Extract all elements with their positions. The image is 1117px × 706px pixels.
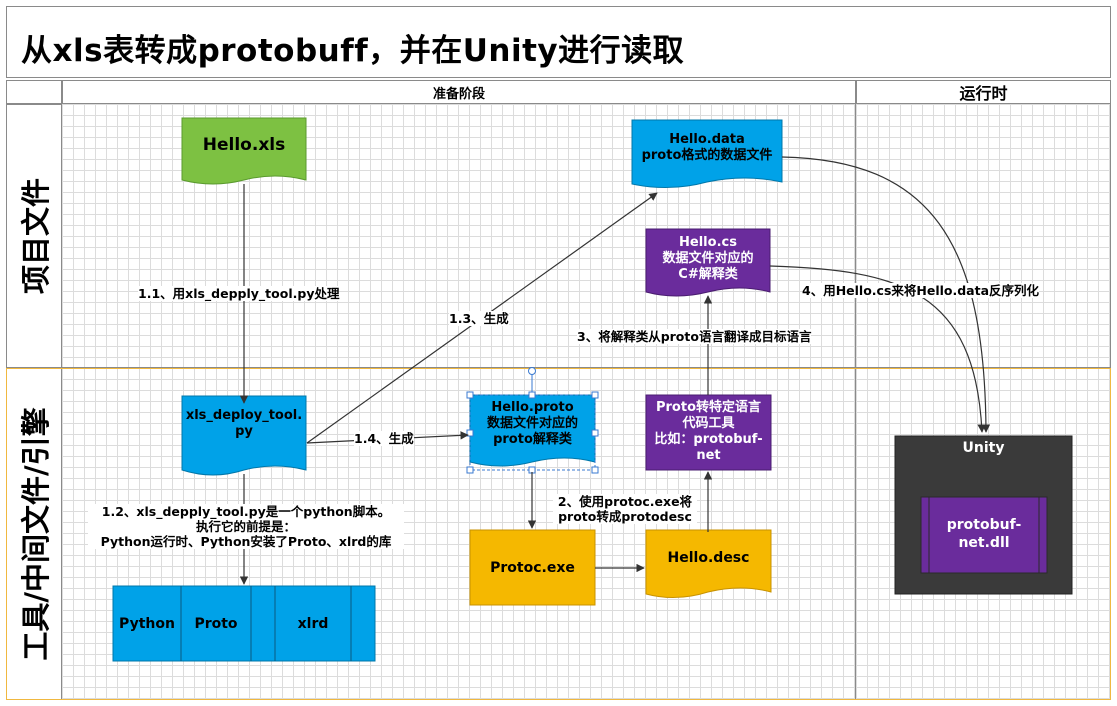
hello-cs-shape[interactable] [645, 228, 771, 297]
column-header-prep: 准备阶段 [62, 80, 856, 104]
protobuf-dll-label-1: protobuf- [946, 517, 1022, 533]
edge-label-1-2-line3: Python运行时、Python安装了Proto、xlrd的库 [100, 534, 392, 549]
hello-desc-shape[interactable] [645, 529, 772, 598]
hello-xls-label: Hello.xls [202, 135, 286, 155]
edge-label-3: 3、将解释类从proto语言翻译成目标语言 [577, 329, 812, 344]
protoc-exe-label: Protoc.exe [490, 559, 575, 576]
protoc-exe-shape[interactable] [469, 529, 596, 606]
edge-label-1-2: 1.2、xls_depply_tool.py是一个python脚本。 执行它的前… [88, 504, 404, 549]
edge-label-1-3: 1.3、生成 [449, 311, 509, 326]
column-header-prep-label: 准备阶段 [432, 86, 485, 102]
proto-tool-label-1: Proto转特定语言 [655, 400, 762, 415]
lane-label-project-files: 项目文件 [6, 104, 62, 368]
hello-cs-label-2: 数据文件对应的 [662, 251, 754, 266]
selection-handles[interactable] [466, 391, 599, 474]
page-title: 从xls表转成protobuff，并在Unity进行读取 [21, 33, 685, 69]
protobuf-dll-label-2: net.dll [958, 535, 1010, 551]
deploy-tool-shape[interactable] [181, 395, 307, 476]
edge-label-4: 4、用Hello.cs来将Hello.data反序列化 [802, 283, 1040, 298]
unity-label: Unity [962, 440, 1005, 456]
edge-label-1-1: 1.1、用xls_depply_tool.py处理 [138, 286, 340, 301]
hello-cs-label-3: C#解释类 [678, 267, 738, 282]
edge-label-1-2-line2: 执行它的前提是： [195, 519, 296, 534]
deploy-tool-label-1: xls_deploy_tool. [185, 408, 303, 423]
proto-tool-label: Proto转特定语言 代码工具 比如：protobuf- net [646, 398, 771, 466]
hello-proto-label-2: 数据文件对应的 [486, 416, 578, 431]
libs-table [112, 585, 376, 662]
corner-cell [6, 80, 62, 104]
deploy-tool-label-2: py [235, 424, 253, 439]
deploy-tool-label: xls_deploy_tool. py [182, 404, 306, 444]
column-header-runtime-label: 运行时 [959, 84, 1008, 103]
lib-proto: Proto [194, 615, 238, 632]
hello-proto-label-3: proto解释类 [493, 432, 572, 447]
proto-tool-shape[interactable] [645, 394, 772, 471]
proto-tool-label-4: net [696, 448, 721, 463]
hello-desc-label: Hello.desc [667, 550, 750, 566]
lane-project-runtime [856, 104, 1111, 368]
proto-tool-label-2: 代码工具 [682, 416, 735, 431]
lib-empty-1 [251, 586, 275, 661]
hello-proto-shape[interactable] [469, 394, 596, 467]
lane-label-tools: 工具/中间文件/引擎 [6, 368, 62, 700]
title-bar: 从xls表转成protobuff，并在Unity进行读取 [6, 6, 1111, 78]
lib-xlrd: xlrd [297, 615, 329, 632]
protobuf-dll-label: protobuf- net.dll [921, 505, 1047, 563]
edge-label-2-line1: 2、使用protoc.exe将 [557, 494, 693, 509]
column-header-runtime: 运行时 [856, 80, 1111, 104]
lib-python: Python [119, 615, 175, 632]
hello-data-label-1: Hello.data [669, 132, 745, 147]
hello-proto-label: Hello.proto 数据文件对应的 proto解释类 [470, 398, 595, 450]
proto-tool-label-3: 比如：protobuf- [654, 432, 763, 447]
hello-cs-label-1: Hello.cs [679, 235, 737, 250]
hello-proto-label-1: Hello.proto [491, 400, 574, 415]
hello-xls-shape[interactable] [181, 117, 307, 185]
hello-data-shape[interactable] [631, 119, 783, 189]
edge-label-2-line2: proto转成protodesc [558, 509, 692, 524]
edge-label-1-4: 1.4、生成 [354, 431, 414, 446]
hello-data-label: Hello.data proto格式的数据文件 [632, 128, 782, 168]
hello-data-label-2: proto格式的数据文件 [641, 148, 773, 163]
edge-label-2: 2、使用protoc.exe将 proto转成protodesc [553, 494, 697, 524]
lib-empty-2 [351, 586, 375, 661]
edge-label-1-2-line1: 1.2、xls_depply_tool.py是一个python脚本。 [101, 504, 391, 519]
hello-cs-label: Hello.cs 数据文件对应的 C#解释类 [646, 233, 770, 285]
